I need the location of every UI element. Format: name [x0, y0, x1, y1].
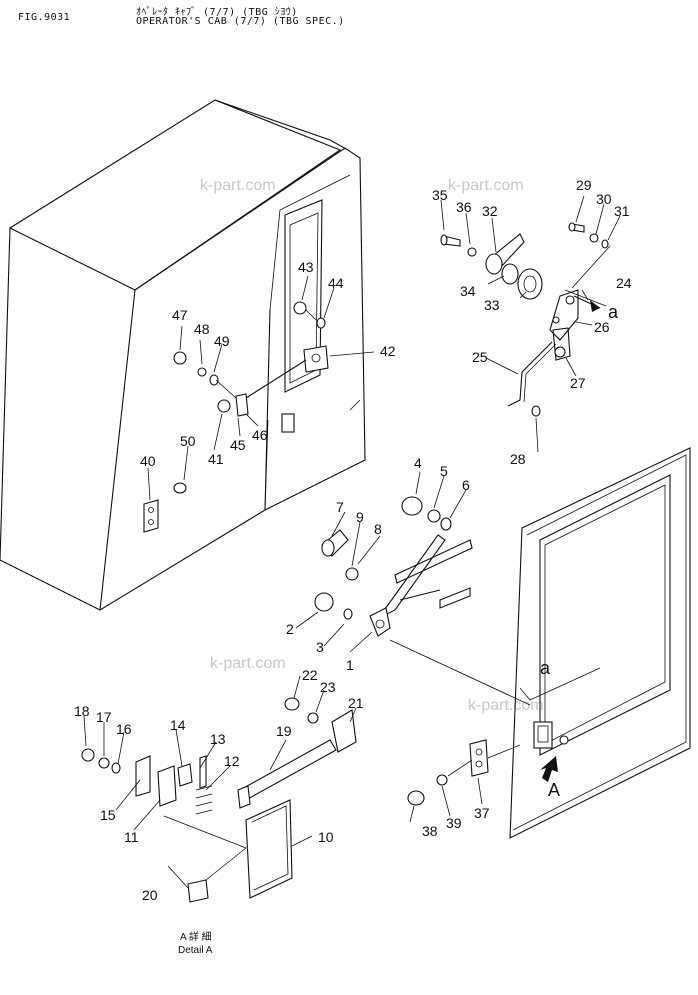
- callout-29: 29: [576, 177, 592, 193]
- callout-3: 3: [316, 639, 324, 655]
- callout-11: 11: [124, 829, 139, 845]
- callout-41: 41: [208, 451, 224, 467]
- callout-18: 18: [74, 703, 90, 719]
- callout-44: 44: [328, 275, 344, 291]
- callout-16: 16: [116, 721, 132, 737]
- watermark: k-part.com: [210, 655, 286, 672]
- callout-27: 27: [570, 375, 586, 391]
- callout-42: 42: [380, 343, 396, 359]
- callout-46: 46: [252, 427, 268, 443]
- callout-34: 34: [460, 283, 476, 299]
- callout-28: 28: [510, 451, 526, 467]
- callout-7: 7: [336, 499, 344, 515]
- callout-30: 30: [596, 191, 612, 207]
- callout-39: 39: [446, 815, 462, 831]
- door-striker: [407, 739, 521, 806]
- callout-26: 26: [594, 319, 610, 335]
- callout-numbers: 1 2 3 4 5 6 7 8 9 10 11 12 13 14 15 16 1…: [74, 177, 632, 903]
- view-label-a-upper: a: [608, 302, 619, 322]
- callout-9: 9: [356, 509, 364, 525]
- callout-13: 13: [210, 731, 226, 747]
- callout-32: 32: [482, 203, 498, 219]
- callout-47: 47: [172, 307, 188, 323]
- callout-33: 33: [484, 297, 500, 313]
- callout-15: 15: [100, 807, 116, 823]
- watermark: k-part.com: [468, 697, 544, 714]
- callout-48: 48: [194, 321, 210, 337]
- callout-4: 4: [414, 455, 422, 471]
- callout-6: 6: [462, 477, 470, 493]
- detail-caption-jp: A 詳 細: [180, 930, 212, 943]
- callout-23: 23: [320, 679, 336, 695]
- callout-19: 19: [276, 723, 292, 739]
- callout-8: 8: [374, 521, 382, 537]
- callout-43: 43: [298, 259, 314, 275]
- figure-number: FIG.9031: [18, 12, 71, 23]
- callout-40: 40: [140, 453, 156, 469]
- view-label-a-door: a: [540, 658, 551, 678]
- callout-45: 45: [230, 437, 246, 453]
- view-label-A-arrow: A: [548, 780, 560, 800]
- latch-assembly: [440, 222, 611, 417]
- detail-caption-en: Detail A: [178, 945, 213, 956]
- callout-22: 22: [302, 667, 318, 683]
- watermark: k-part.com: [448, 177, 524, 194]
- callout-5: 5: [440, 463, 448, 479]
- view-arrows: [540, 295, 601, 782]
- callout-2: 2: [286, 621, 294, 637]
- window-regulator: [314, 496, 531, 706]
- callout-10: 10: [318, 829, 334, 845]
- interior-latch: [173, 301, 329, 433]
- title-japanese: ｵﾍﾟﾚｰﾀ ｷｬﾌﾞ (7/7) (TBG ｼﾖｳ): [136, 7, 298, 18]
- callout-21: 21: [348, 695, 364, 711]
- hinge-group: [143, 482, 187, 533]
- title-english: OPERATOR'S CAB (7/7) (TBG SPEC.): [136, 16, 345, 27]
- callout-24: 24: [616, 275, 632, 291]
- watermark: k-part.com: [200, 177, 276, 194]
- callout-50: 50: [180, 433, 196, 449]
- callout-37: 37: [474, 805, 490, 821]
- callout-36: 36: [456, 199, 472, 215]
- callout-49: 49: [214, 333, 230, 349]
- cab-body: [0, 99, 366, 611]
- detail-a-parts: [81, 697, 357, 903]
- callout-17: 17: [96, 709, 112, 725]
- callout-38: 38: [422, 823, 438, 839]
- callout-12: 12: [224, 753, 240, 769]
- callout-14: 14: [170, 717, 186, 733]
- callout-1: 1: [346, 657, 354, 673]
- callout-31: 31: [614, 203, 630, 219]
- leader-lines: [83, 195, 621, 889]
- callout-20: 20: [142, 887, 158, 903]
- cab-door: [509, 447, 691, 839]
- callout-25: 25: [472, 349, 488, 365]
- callout-35: 35: [432, 187, 448, 203]
